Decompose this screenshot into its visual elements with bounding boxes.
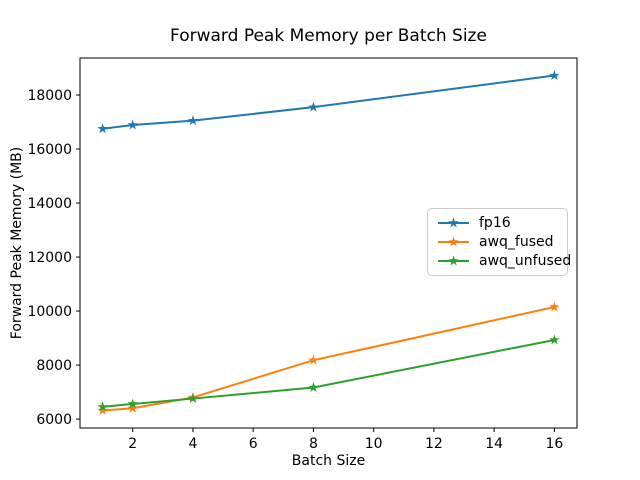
- data-point-star-marker: [127, 119, 138, 130]
- legend-star-marker: [448, 236, 459, 247]
- legend-star-marker: [448, 217, 459, 228]
- data-point-star-marker: [187, 393, 199, 404]
- data-point-star-marker: [97, 123, 108, 134]
- y-tick-label: 12000: [27, 250, 72, 266]
- y-tick-label: 6000: [36, 412, 72, 428]
- x-tick-label: 2: [128, 436, 137, 452]
- x-tick-label: 4: [188, 436, 197, 452]
- legend-label: awq_unfused: [479, 252, 572, 269]
- x-tick-label: 10: [365, 436, 383, 452]
- x-tick-label: 16: [545, 436, 563, 452]
- legend-line-star-swatch: [438, 217, 469, 228]
- legend: fp16 awq_fused awq_unfused: [427, 208, 571, 276]
- y-tick-label: 10000: [27, 304, 72, 320]
- axes-frame: [79, 57, 578, 429]
- data-point-star-marker: [549, 70, 560, 80]
- x-tick-label: 12: [425, 436, 443, 452]
- data-point-star-marker: [97, 401, 108, 412]
- series-line: [101, 74, 556, 130]
- data-point-star-marker: [97, 404, 108, 415]
- series-line: [101, 306, 556, 412]
- y-tick-label: 18000: [27, 88, 72, 104]
- data-point-star-marker: [549, 301, 560, 312]
- series-fp16: [97, 70, 560, 134]
- data-point-star-marker: [127, 402, 138, 413]
- series-awq_fused: [97, 301, 560, 415]
- legend-label: fp16: [479, 215, 511, 232]
- axis-ticks: 2 4 6 8 10 12 14 16 6000 8000 10000 12000 14000 16000…: [27, 88, 563, 452]
- y-tick-label: 16000: [27, 142, 72, 158]
- legend-item-fp16: fp16: [437, 214, 558, 233]
- legend-label: awq_fused: [479, 234, 554, 250]
- data-point-star-marker: [308, 381, 319, 392]
- data-point-star-marker: [308, 354, 319, 365]
- data-point-star-marker: [127, 398, 138, 409]
- y-tick-label: 14000: [27, 196, 72, 212]
- x-tick-label: 8: [309, 436, 318, 452]
- data-point-star-marker: [308, 101, 319, 112]
- x-axis-label: Batch Size: [291, 453, 366, 469]
- data-point-star-marker: [549, 334, 560, 345]
- legend-item-awq-unfused: awq_unfused: [437, 251, 571, 270]
- legend-line-star-swatch: [438, 236, 469, 247]
- data-point-star-marker: [187, 115, 199, 126]
- x-tick-label: 14: [485, 436, 503, 452]
- series-line: [101, 338, 556, 408]
- y-tick-label: 8000: [36, 358, 72, 374]
- series-awq_unfused: [97, 334, 560, 412]
- chart-title: Forward Peak Memory per Batch Size: [170, 26, 487, 46]
- legend-line-star-swatch: [438, 255, 469, 266]
- legend-star-marker: [448, 255, 459, 266]
- x-tick-label: 6: [249, 436, 258, 452]
- legend-item-awq-fused: awq_fused: [437, 233, 558, 252]
